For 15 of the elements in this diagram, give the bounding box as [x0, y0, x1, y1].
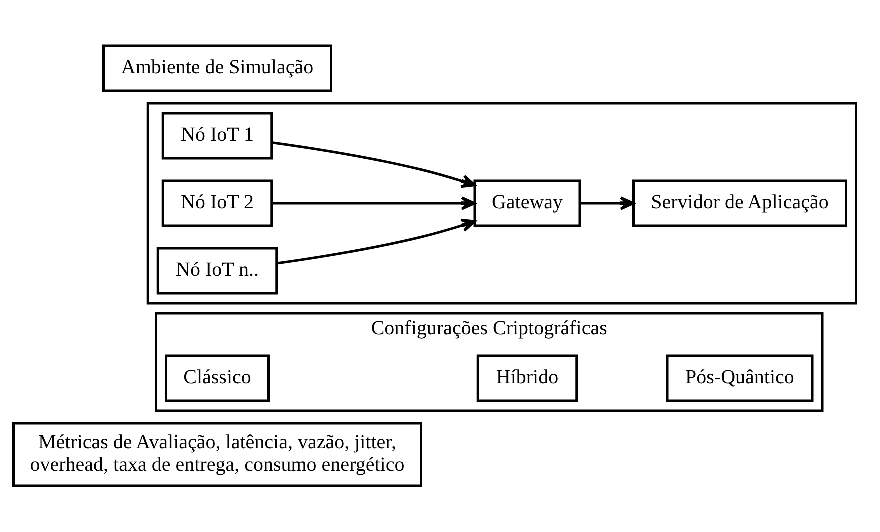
node-box: Métricas de Avaliação, latência, vazão, jitter, overhead, taxa de entrega, consumo energético — [12, 422, 422, 488]
cluster — [146, 102, 858, 305]
arrow — [580, 196, 635, 210]
node-box: Nó IoT 2 — [162, 180, 274, 228]
node-box: Nó IoT 1 — [162, 112, 274, 160]
node-box: Servidor de Aplicação — [632, 180, 848, 228]
node-box: Ambiente de Simulação — [102, 44, 332, 92]
arrow — [277, 218, 476, 265]
node-box: Nó IoT n.. — [156, 247, 278, 295]
arrow — [272, 141, 476, 188]
node-box: Gateway — [474, 180, 582, 228]
node-box: Clássico — [165, 354, 270, 402]
node-box: Híbrido — [476, 354, 578, 402]
node-box: Pós-Quântico — [666, 354, 814, 402]
arrow — [272, 196, 476, 210]
